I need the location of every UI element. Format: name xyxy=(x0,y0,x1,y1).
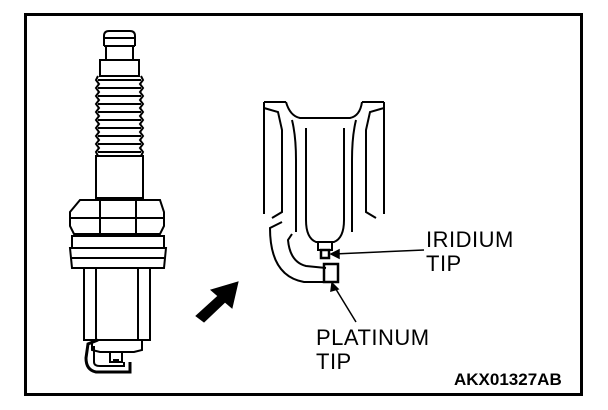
platinum-tip-label-line1: PLATINUM xyxy=(316,325,430,350)
iridium-tip-label-line2: TIP xyxy=(426,251,462,276)
iridium-tip-label-line1: IRIDIUM xyxy=(426,227,514,252)
leader-lines xyxy=(329,248,425,323)
spark-plug-tip-detail xyxy=(263,101,385,284)
figure-code: AKX01327AB xyxy=(454,370,562,389)
platinum-tip-label-line2: TIP xyxy=(316,349,352,374)
figure-frame xyxy=(24,13,583,396)
spark-plug-full-view xyxy=(68,30,168,374)
arrow-up-right-icon xyxy=(195,281,239,323)
